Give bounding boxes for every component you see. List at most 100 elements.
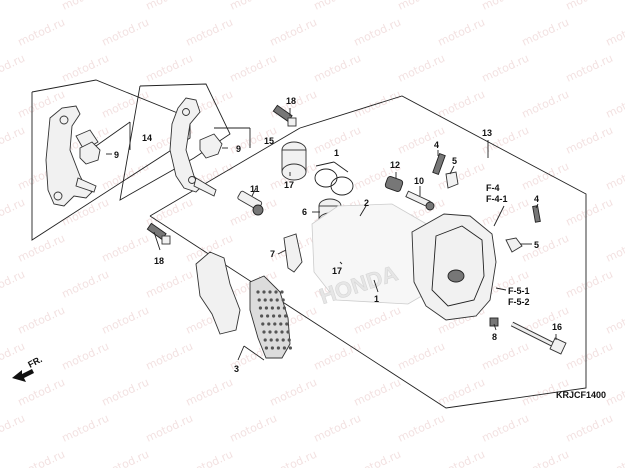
- watermark-text: motod.ru: [16, 16, 67, 49]
- callout-16: 16: [552, 322, 562, 332]
- watermark-text: motod.ru: [100, 448, 151, 468]
- watermark-text: motod.ru: [396, 124, 447, 157]
- watermark-text: motod.ru: [100, 160, 151, 193]
- watermark-text: motod.ru: [0, 340, 27, 373]
- bleed-plug-12: [384, 176, 404, 192]
- watermark-text: motod.ru: [184, 376, 235, 409]
- watermark-text: motod.ru: [16, 304, 67, 337]
- watermark-text: motod.ru: [144, 0, 195, 13]
- watermark-text: motod.ru: [520, 160, 571, 193]
- bleeder-4-top: [432, 153, 446, 175]
- front-arrow-icon: [12, 369, 34, 382]
- watermark-text: motod.ru: [564, 196, 615, 229]
- piston-17-top: [281, 141, 307, 181]
- watermark-text: motod.ru: [436, 448, 487, 468]
- pad-texture-dot: [266, 314, 270, 318]
- watermark-text: motod.ru: [0, 0, 27, 13]
- callout-4-right: 4: [534, 194, 539, 204]
- pad-texture-dot: [282, 346, 286, 350]
- pad-texture-dot: [274, 290, 278, 294]
- watermark-text: motod.ru: [312, 52, 363, 85]
- watermark-text: motod.ru: [352, 304, 403, 337]
- watermark-text: motod.ru: [436, 88, 487, 121]
- front-direction-marker: FR.: [12, 354, 44, 382]
- caliper-body-outer-half: HONDA: [311, 203, 433, 309]
- watermark-text: motod.ru: [480, 0, 531, 13]
- callout-18-top: 18: [286, 96, 296, 106]
- callout-5-right: 5: [534, 240, 539, 250]
- bleeder-cap-5-right: [505, 237, 523, 253]
- watermark-text: motod.ru: [520, 448, 571, 468]
- watermark-text: motod.ru: [352, 376, 403, 409]
- pad-friction-texture: [256, 290, 292, 350]
- pad-texture-dot: [260, 314, 264, 318]
- front-label: FR.: [26, 354, 43, 370]
- callout-2: 2: [364, 198, 369, 208]
- callout-17-bottom: 17: [332, 266, 342, 276]
- reference-codes: F-4 F-4-1 F-5-1 F-5-2: [486, 183, 530, 307]
- pad-texture-dot: [268, 330, 272, 334]
- pad-texture-dot: [257, 298, 261, 302]
- callout-labels: 14 9 15 9 18 18 11 17 1 6 2 17 1 12 10 4…: [114, 96, 562, 374]
- callout-7: 7: [270, 249, 275, 259]
- pad-texture-dot: [273, 322, 277, 326]
- pad-texture-dot: [279, 322, 283, 326]
- ref-f52: F-5-2: [508, 297, 530, 307]
- pad-texture-dot: [261, 322, 265, 326]
- pad-texture-dot: [288, 346, 292, 350]
- watermark-text: motod.ru: [436, 160, 487, 193]
- pad-spring-9-right: [199, 133, 223, 159]
- callout-15: 15: [264, 136, 274, 146]
- watermark-text: motod.ru: [60, 268, 111, 301]
- pad-texture-dot: [275, 298, 279, 302]
- pad-texture-dot: [285, 322, 289, 326]
- washer-8: [489, 317, 499, 327]
- bracket-box-14: [31, 79, 191, 241]
- pad-texture-dot: [268, 290, 272, 294]
- pad-texture-dot: [270, 306, 274, 310]
- watermark-text: motod.ru: [352, 16, 403, 49]
- bleeder-cap-5-top: [445, 171, 459, 189]
- pad-pin-16: [510, 321, 567, 355]
- watermark-text: motod.ru: [312, 412, 363, 445]
- pad-texture-dot: [280, 330, 284, 334]
- watermark-text: motod.ru: [228, 52, 279, 85]
- watermark-text: motod.ru: [564, 412, 615, 445]
- drawing-code: KRJCF1400: [556, 390, 606, 400]
- bleeder-4-right: [532, 205, 541, 223]
- piston-seal-set-1-top: [314, 168, 354, 196]
- watermark-text: motod.ru: [564, 268, 615, 301]
- watermark-text: motod.ru: [228, 0, 279, 13]
- watermark-text: motod.ru: [184, 16, 235, 49]
- watermark-text: motod.ru: [520, 232, 571, 265]
- watermark-text: motod.ru: [564, 52, 615, 85]
- watermark-text: motod.ru: [604, 304, 625, 337]
- pad-texture-dot: [264, 346, 268, 350]
- callout-10: 10: [414, 176, 424, 186]
- callout-1-top: 1: [334, 148, 339, 158]
- watermark-text: motod.ru: [396, 340, 447, 373]
- ref-f51: F-5-1: [508, 286, 530, 296]
- pad-texture-dot: [274, 330, 278, 334]
- watermark-text: motod.ru: [604, 232, 625, 265]
- watermark-text: motod.ru: [604, 16, 625, 49]
- pad-texture-dot: [267, 322, 271, 326]
- watermark-text: motod.ru: [60, 412, 111, 445]
- watermark-text: motod.ru: [0, 124, 27, 157]
- callout-9-right: 9: [236, 144, 241, 154]
- pad-texture-dot: [275, 338, 279, 342]
- pad-texture-dot: [284, 314, 288, 318]
- pad-texture-dot: [280, 290, 284, 294]
- pad-texture-dot: [272, 314, 276, 318]
- watermark-text: motod.ru: [184, 448, 235, 468]
- callout-11: 11: [250, 184, 260, 194]
- caliper-assembly-boundary-edge: [149, 127, 301, 217]
- pad-texture-dot: [276, 346, 280, 350]
- watermark-text: motod.ru: [60, 52, 111, 85]
- watermark-text: motod.ru: [480, 412, 531, 445]
- watermark-text: motod.ru: [396, 52, 447, 85]
- leader-lines: [95, 108, 557, 361]
- watermark-text: motod.ru: [100, 304, 151, 337]
- watermark-text: motod.ru: [100, 88, 151, 121]
